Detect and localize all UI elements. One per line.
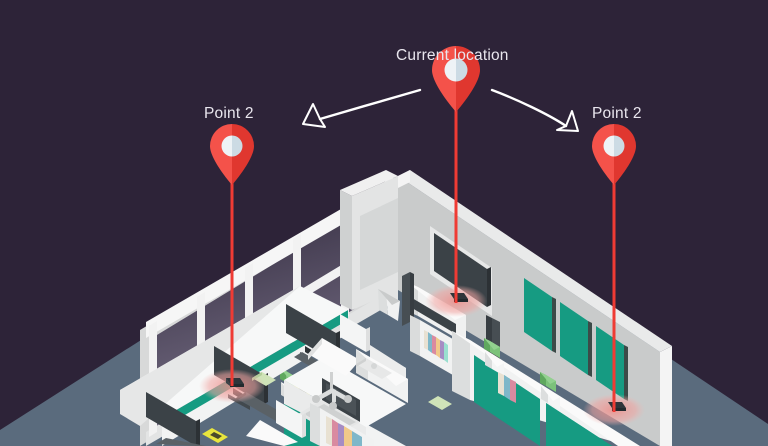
bookshelf-books bbox=[424, 330, 448, 363]
monitor-3 bbox=[146, 392, 200, 446]
partition-top bbox=[340, 170, 398, 196]
low-bookcase-side bbox=[310, 403, 320, 446]
credenza-books-right bbox=[498, 372, 516, 403]
marker-label-current-location: Current location bbox=[396, 47, 509, 64]
printer-edge bbox=[356, 358, 366, 367]
notepad-2 bbox=[428, 396, 452, 410]
wall-panel-2-shadow bbox=[588, 321, 592, 377]
bookshelf-side bbox=[410, 315, 420, 356]
speaker-left-side bbox=[410, 272, 414, 324]
map-pin-left[interactable] bbox=[210, 124, 254, 185]
arrow-right bbox=[490, 88, 579, 132]
mouse-2 bbox=[210, 432, 222, 439]
tv-screen-edge bbox=[487, 267, 491, 307]
plant-2 bbox=[540, 372, 560, 410]
plant-1 bbox=[484, 338, 504, 376]
wall-right-edge bbox=[660, 346, 672, 446]
desk-left-back-panel bbox=[120, 286, 300, 426]
wall-panel-1 bbox=[524, 278, 552, 351]
waste-bin-top bbox=[378, 289, 400, 305]
speaker-left bbox=[402, 272, 410, 326]
credenza-door-2b bbox=[546, 403, 612, 446]
partition-side bbox=[340, 190, 352, 310]
marker-label-point-2-left: Point 2 bbox=[204, 105, 254, 122]
printer-button bbox=[371, 363, 377, 369]
office-chair-1 bbox=[308, 314, 370, 410]
wall-panel-3 bbox=[596, 326, 624, 399]
map-pin-right[interactable] bbox=[592, 124, 636, 185]
arrow-left bbox=[302, 88, 422, 128]
map-pin-center[interactable] bbox=[432, 46, 480, 112]
low-bookcase-books bbox=[326, 416, 362, 446]
credenza-side bbox=[452, 331, 470, 400]
corner-cap bbox=[398, 170, 410, 188]
beams bbox=[230, 95, 616, 412]
marker-label-point-2-right: Point 2 bbox=[592, 105, 642, 122]
beam-right bbox=[612, 168, 616, 412]
beam-center bbox=[454, 95, 458, 303]
partition-panel bbox=[360, 198, 398, 290]
beam-left bbox=[230, 168, 234, 386]
window-frame-top bbox=[146, 176, 398, 338]
wall-panel-3-shadow bbox=[624, 345, 628, 401]
office-room bbox=[0, 46, 768, 446]
wall-right-top bbox=[398, 170, 672, 352]
wall-panel-1-shadow bbox=[552, 297, 556, 353]
wall-panel-2 bbox=[560, 302, 588, 375]
wall-panels-teal bbox=[524, 278, 628, 401]
keyboard-2 bbox=[156, 438, 206, 446]
credenza-door-1 bbox=[474, 355, 540, 446]
office-chair-2 bbox=[246, 400, 306, 446]
media-cabinet-drawer bbox=[412, 298, 456, 334]
